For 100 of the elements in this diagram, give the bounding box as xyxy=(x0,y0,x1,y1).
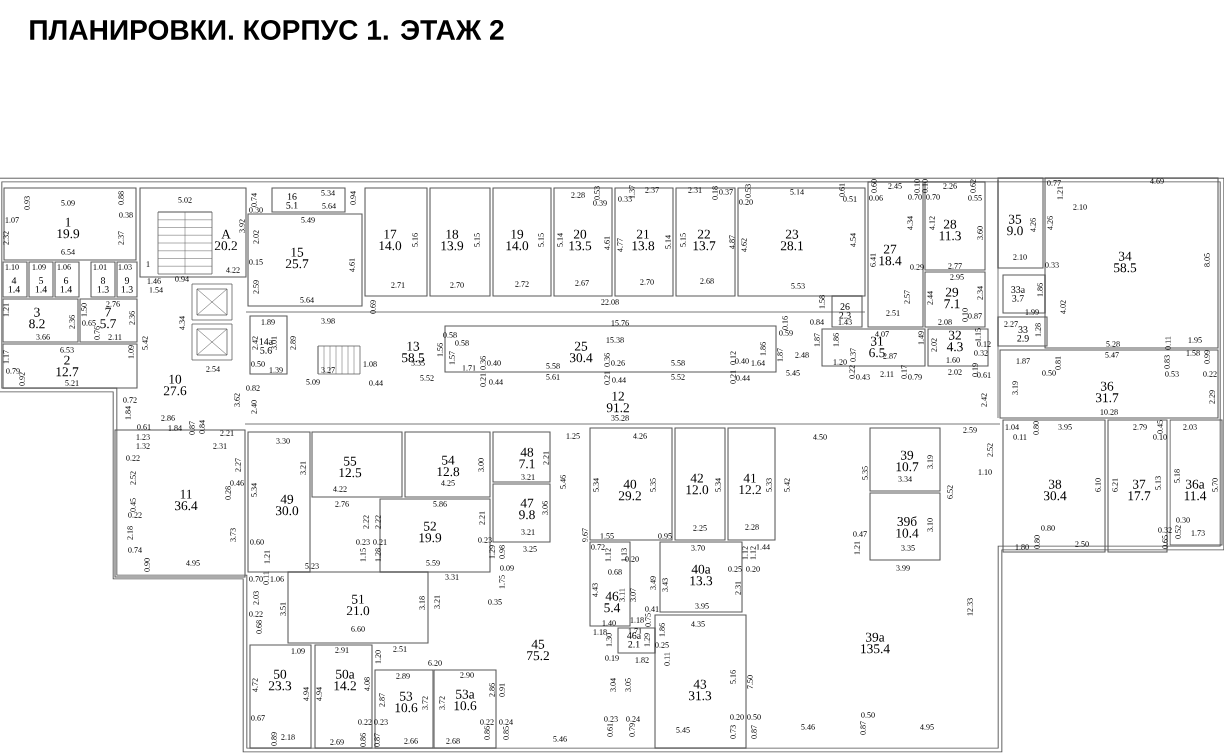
dimension-label: 0.80 xyxy=(1041,525,1055,531)
dimension-label: 0.22 xyxy=(849,365,855,379)
dimension-label: 0.60 xyxy=(250,539,264,545)
dimension-label: 4.94 xyxy=(303,687,309,701)
dimension-label: 1.58 xyxy=(819,295,825,309)
dimension-label: 3.31 xyxy=(445,574,459,580)
room-label: 39а 135.4 xyxy=(861,632,890,654)
dimension-label: 5.42 xyxy=(784,478,790,492)
dimension-label: 1.28 xyxy=(375,548,381,562)
dimension-label: 1.08 xyxy=(363,361,377,367)
dimension-label: 1.25 xyxy=(566,433,580,439)
dimension-label: 2.27 xyxy=(1004,321,1018,327)
dimension-label: 2.51 xyxy=(393,646,407,652)
dimension-label: 12.33 xyxy=(967,598,973,616)
dimension-label: 1.86 xyxy=(1037,283,1043,297)
dimension-label: 0.41 xyxy=(645,606,659,612)
dimension-label: 2.21 xyxy=(220,430,234,436)
dimension-label: 1.82 xyxy=(635,657,649,663)
dimension-label: 3.21 xyxy=(521,474,535,480)
dimension-label: 1.73 xyxy=(1191,530,1205,536)
dimension-label: 0.06 xyxy=(869,195,883,201)
dimension-label: 0.32 xyxy=(974,350,988,356)
dimension-label: 1.21 xyxy=(1057,186,1063,200)
dimension-label: 5.49 xyxy=(301,217,315,223)
dimension-label: 0.90 xyxy=(144,558,150,572)
dimension-label: 0.20 xyxy=(739,199,753,205)
dimension-label: 0.50 xyxy=(1042,370,1056,376)
dimension-label: 6.41 xyxy=(870,253,876,267)
dimension-label: 0.65 xyxy=(82,320,96,326)
dimension-label: 4.61 xyxy=(349,258,355,272)
dimension-label: 5.45 xyxy=(786,370,800,376)
dimension-label: 1.18 xyxy=(630,617,644,623)
dimension-label: 0.21 xyxy=(373,539,387,545)
dimension-label: 2.90 xyxy=(460,672,474,678)
dimension-label: 2.68 xyxy=(700,278,714,284)
dimension-label: 1.71 xyxy=(628,628,642,634)
dimension-label: 0.74 xyxy=(251,193,257,207)
dimension-label: 3.19 xyxy=(1012,381,1018,395)
dimension-label: 1.01 xyxy=(93,264,107,270)
dimension-label: 0.65 xyxy=(1162,535,1168,549)
dimension-label: 0.38 xyxy=(119,212,133,218)
dimension-label: 0.22 xyxy=(1203,371,1217,377)
dimension-label: 1.57 xyxy=(449,351,455,365)
dimension-label: 0.18 xyxy=(712,186,718,200)
dimension-label: 0.60 xyxy=(871,179,877,193)
dimension-label: 1.12 xyxy=(742,546,748,560)
dimension-label: 1.95 xyxy=(1188,337,1202,343)
dimension-label: 2.10 xyxy=(1073,204,1087,210)
dimension-label: 5.53 xyxy=(791,283,805,289)
dimension-label: 2.42 xyxy=(981,393,987,407)
dimension-label: 0.19 xyxy=(972,363,978,377)
dimension-label: 5.46 xyxy=(560,475,566,489)
dimension-label: 1.09 xyxy=(128,345,134,359)
dimension-label: 2.18 xyxy=(281,734,295,740)
dimension-label: 1.28 xyxy=(1035,323,1041,337)
dimension-label: 2.52 xyxy=(130,471,136,485)
dimension-label: 0.30 xyxy=(249,207,263,213)
dimension-label: 5.18 xyxy=(1174,469,1180,483)
dimension-label: 3.30 xyxy=(276,438,290,444)
dimension-label: 0.26 xyxy=(611,360,625,366)
dimension-label: 0.62 xyxy=(970,179,976,193)
dimension-label: 4.69 xyxy=(1150,178,1164,184)
dimension-label: 0.45 xyxy=(130,498,136,512)
dimension-label: 0.46 xyxy=(230,480,244,486)
dimension-label: 0.11 xyxy=(263,571,269,585)
dimension-label: 1.07 xyxy=(5,217,19,223)
dimension-label: 0.75 xyxy=(645,613,651,627)
dimension-label: 3.34 xyxy=(898,476,912,482)
dimension-label: 3.21 xyxy=(300,461,306,475)
dimension-label: 5.15 xyxy=(474,233,480,247)
dimension-label: 5.59 xyxy=(426,560,440,566)
dimension-label: 0.68 xyxy=(256,620,262,634)
dimension-label: 4.61 xyxy=(604,236,610,250)
dimension-label: 4.43 xyxy=(592,583,598,597)
dimension-label: 2.02 xyxy=(931,338,937,352)
room-label: 10 27.6 xyxy=(163,374,187,396)
dimension-label: 1.58 xyxy=(1186,350,1200,356)
dimension-label: 0.25 xyxy=(655,642,669,648)
dimension-label: 0.79 xyxy=(6,368,20,374)
dimension-label: 2.67 xyxy=(575,280,589,286)
dimension-label: 4.72 xyxy=(252,678,258,692)
dimension-label: 5.09 xyxy=(306,379,320,385)
dimension-label: 6.52 xyxy=(947,485,953,499)
dimension-label: 1.40 xyxy=(602,620,616,626)
dimension-label: 0.23 xyxy=(356,539,370,545)
dimension-label: 5.45 xyxy=(676,727,690,733)
dimension-label: 2.59 xyxy=(963,427,977,433)
dimension-label: 1.20 xyxy=(375,650,381,664)
dimension-label: 4.95 xyxy=(186,560,200,566)
dimension-label: 0.80 xyxy=(1034,535,1040,549)
dimension-label: 0.24 xyxy=(626,716,640,722)
dimension-label: 2.70 xyxy=(450,282,464,288)
dimension-label: 2.11 xyxy=(108,334,122,340)
dimension-label: 4.54 xyxy=(850,233,856,247)
dimension-label: 0.43 xyxy=(856,374,870,380)
dimension-label: 1.29 xyxy=(489,545,495,559)
dimension-label: 0.99 xyxy=(1204,350,1210,364)
dimension-label: 0.82 xyxy=(246,385,260,391)
dimension-label: 4.08 xyxy=(364,677,370,691)
dimension-label: 2.86 xyxy=(161,415,175,421)
